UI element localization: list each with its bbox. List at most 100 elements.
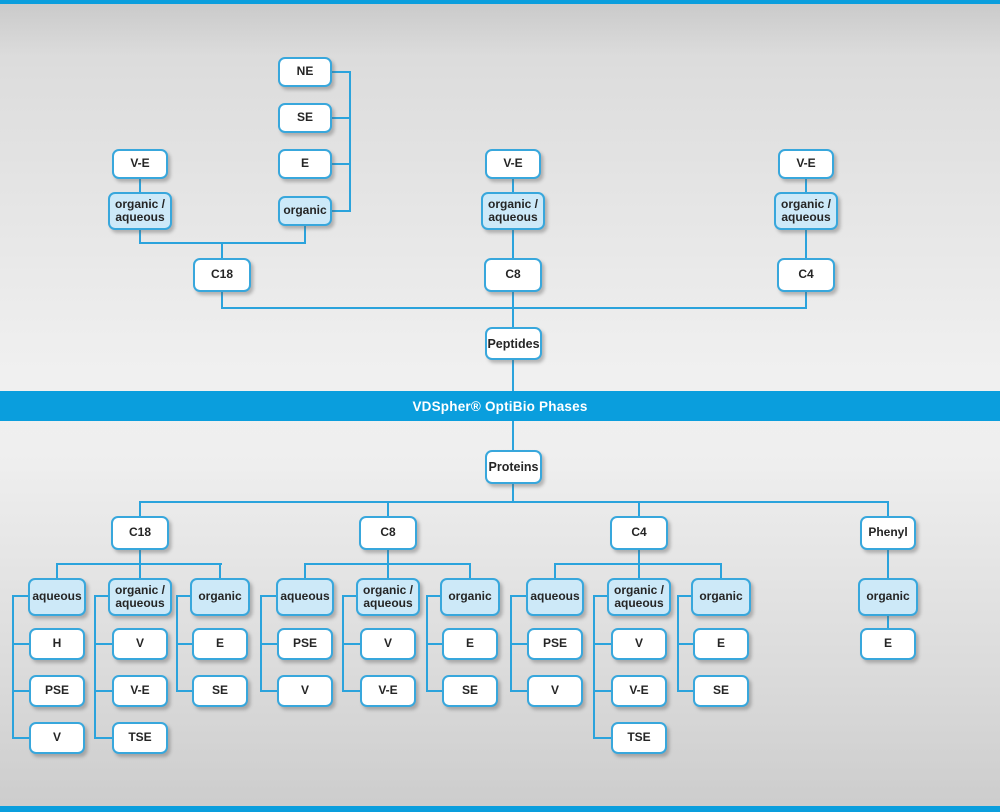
node-aqueous-c4: aqueous: [526, 578, 584, 616]
connector-line: [887, 502, 889, 516]
node-ve-oa-c8: V-E: [360, 675, 416, 707]
connector-line: [720, 563, 722, 578]
connector-line: [805, 292, 807, 308]
node-organic-c4: organic: [691, 578, 751, 616]
node-ve-c8-peptides: V-E: [485, 149, 541, 179]
node-e-phenyl: E: [860, 628, 916, 660]
connector-line: [56, 563, 58, 578]
node-se-org-c8: SE: [442, 675, 498, 707]
node-v-oa-c4: V: [611, 628, 667, 660]
connector-line: [426, 595, 440, 597]
connector-line: [349, 71, 351, 212]
connector-line: [426, 643, 442, 645]
connector-line: [512, 179, 514, 193]
connector-line: [510, 643, 527, 645]
connector-line: [94, 596, 96, 739]
node-e-org-c18: E: [192, 628, 248, 660]
connector-line: [12, 690, 29, 692]
connector-line: [593, 643, 611, 645]
connector-line: [304, 563, 471, 565]
node-ne: NE: [278, 57, 332, 87]
connector-line: [593, 737, 611, 739]
node-organic-aqueous-c4-peptides: organic / aqueous: [774, 192, 838, 230]
connector-line: [332, 71, 351, 73]
connector-line: [219, 563, 221, 578]
node-ve-oa-c18: V-E: [112, 675, 168, 707]
node-ve-c18-peptides: V-E: [112, 149, 168, 179]
connector-line: [221, 307, 807, 309]
node-c4-proteins: C4: [610, 516, 668, 550]
node-organic-aqueous-c4: organic / aqueous: [607, 578, 671, 616]
connector-line: [332, 163, 351, 165]
node-v-oa-c18: V: [112, 628, 168, 660]
connector-line: [593, 595, 607, 597]
connector-line: [638, 502, 640, 516]
connector-line: [469, 563, 471, 578]
node-organic-aqueous-c18-peptides: organic / aqueous: [108, 192, 172, 230]
node-v-c4: V: [527, 675, 583, 707]
connector-line: [426, 690, 442, 692]
node-organic-aqueous-c18: organic / aqueous: [108, 578, 172, 616]
connector-line: [554, 563, 556, 578]
connector-line: [805, 230, 807, 258]
node-e-org-c4: E: [693, 628, 749, 660]
connector-line: [94, 595, 108, 597]
node-se: SE: [278, 103, 332, 133]
connector-line: [805, 179, 807, 193]
connector-line: [12, 596, 14, 739]
connector-line: [677, 690, 693, 692]
connector-line: [554, 563, 722, 565]
node-organic-c18: organic: [190, 578, 250, 616]
node-organic-c18-peptides: organic: [278, 196, 332, 226]
connector-line: [260, 595, 276, 597]
node-aqueous-c8: aqueous: [276, 578, 334, 616]
bottom-accent-strip: [0, 806, 1000, 812]
connector-line: [387, 502, 389, 516]
node-aqueous-c18: aqueous: [28, 578, 86, 616]
node-phenyl-proteins: Phenyl: [860, 516, 916, 550]
node-c18-proteins: C18: [111, 516, 169, 550]
connector-line: [304, 563, 306, 578]
title-banner: VDSpher® OptiBio Phases: [0, 391, 1000, 421]
node-c8-peptides: C8: [484, 258, 542, 292]
node-v-c8: V: [277, 675, 333, 707]
connector-line: [342, 643, 360, 645]
connector-line: [677, 595, 691, 597]
node-pse-c18: PSE: [29, 675, 85, 707]
node-c4-peptides: C4: [777, 258, 835, 292]
connector-line: [176, 595, 190, 597]
node-ve-c4-peptides: V-E: [778, 149, 834, 179]
connector-line: [510, 595, 526, 597]
node-pse-c4: PSE: [527, 628, 583, 660]
node-h-c18: H: [29, 628, 85, 660]
connector-line: [176, 690, 192, 692]
connector-line: [512, 484, 514, 503]
connector-line: [94, 737, 112, 739]
node-e-org-c8: E: [442, 628, 498, 660]
node-proteins-root: Proteins: [485, 450, 542, 484]
connector-line: [260, 643, 277, 645]
connector-line: [512, 360, 514, 392]
connector-line: [94, 643, 112, 645]
node-c8-proteins: C8: [359, 516, 417, 550]
connector-line: [512, 421, 514, 450]
node-tse-oa-c18: TSE: [112, 722, 168, 754]
connector-line: [139, 179, 141, 193]
connector-line: [593, 690, 611, 692]
top-accent-strip: [0, 0, 1000, 4]
connector-line: [12, 595, 28, 597]
connector-line: [221, 292, 223, 309]
connector-line: [56, 563, 222, 565]
connector-line: [342, 690, 360, 692]
connector-line: [304, 226, 306, 244]
node-tse-oa-c4: TSE: [611, 722, 667, 754]
node-e: E: [278, 149, 332, 179]
node-organic-c8: organic: [440, 578, 500, 616]
node-pse-c8: PSE: [277, 628, 333, 660]
node-organic-aqueous-c8: organic / aqueous: [356, 578, 420, 616]
node-organic-phenyl: organic: [858, 578, 918, 616]
connector-line: [139, 502, 141, 516]
node-se-org-c18: SE: [192, 675, 248, 707]
connector-line: [342, 595, 356, 597]
